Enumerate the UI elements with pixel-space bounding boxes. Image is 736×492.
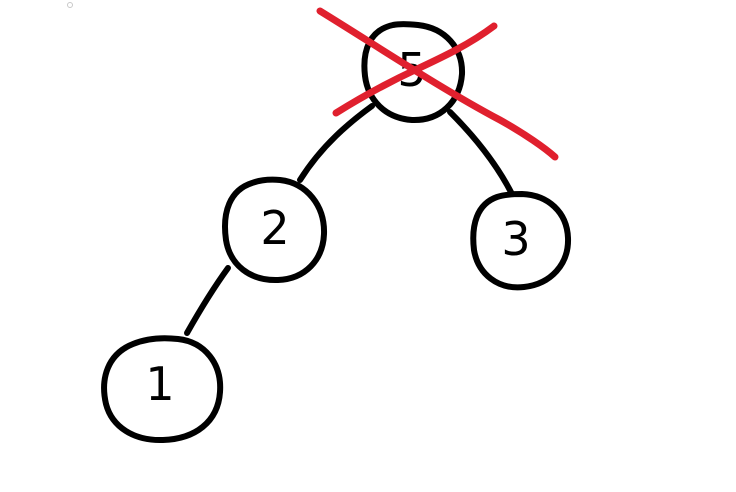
node-left-left: 1 (101, 335, 224, 444)
edge-root-left (297, 103, 375, 183)
cross-out-mark (316, 7, 559, 161)
edge-root-right (447, 109, 516, 199)
canvas-dot (67, 2, 73, 8)
node-left-label: 2 (260, 201, 289, 255)
node-leftleft-label: 1 (145, 357, 174, 411)
node-left: 2 (222, 176, 328, 284)
edge-left-leftleft (184, 265, 231, 336)
node-leftleft-circle (101, 335, 224, 444)
node-right-circle (470, 191, 572, 291)
cross-stroke-1 (316, 7, 559, 161)
node-left-circle (222, 176, 328, 284)
cross-stroke-2 (332, 22, 498, 117)
node-right-label: 3 (501, 212, 530, 266)
node-right: 3 (470, 191, 572, 291)
